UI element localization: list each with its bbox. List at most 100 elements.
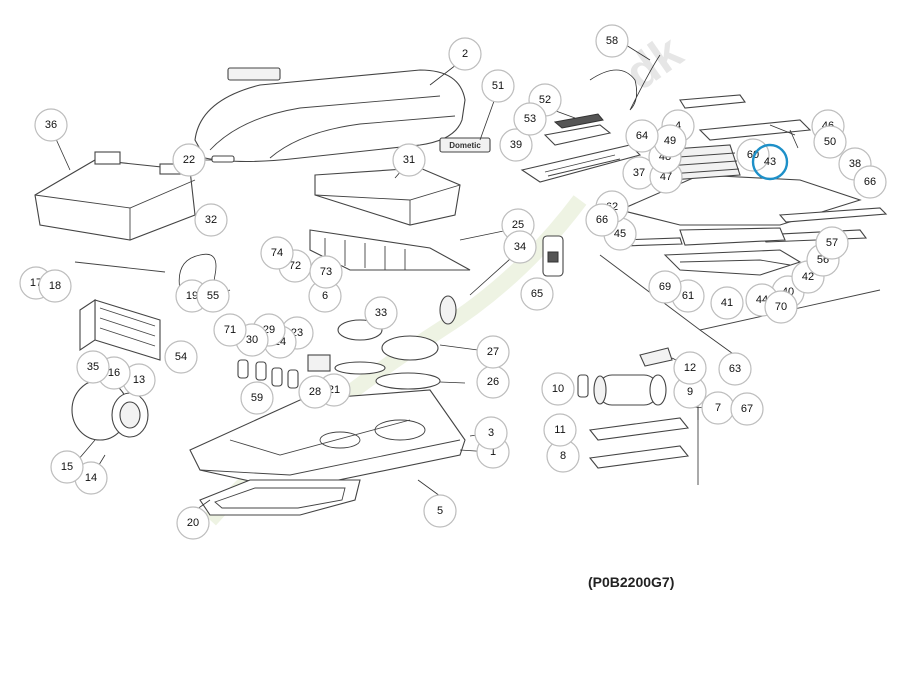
callout-51[interactable]: 51: [481, 69, 515, 103]
callout-59[interactable]: 59: [240, 381, 274, 415]
callout-label: 67: [741, 403, 753, 415]
callout-label: 69: [659, 281, 671, 293]
spring-part: [439, 295, 457, 325]
callout-label: 71: [224, 324, 236, 336]
callout-circle: [240, 381, 274, 415]
callout-circle: [364, 296, 398, 330]
callout-13[interactable]: 13: [122, 363, 156, 397]
callout-label: 35: [87, 361, 99, 373]
callout-circle: [513, 102, 547, 136]
callout-circle: [499, 128, 533, 162]
cover-part: [34, 151, 196, 241]
highlighted-callout-43[interactable]: 43: [751, 143, 789, 181]
callout-10[interactable]: 10: [541, 372, 575, 406]
callout-57[interactable]: 57: [815, 226, 849, 260]
callout-35[interactable]: 35: [76, 350, 110, 384]
callout-label: 4: [675, 120, 681, 132]
callout-36[interactable]: 36: [34, 108, 68, 142]
interior-assembly-part: [618, 94, 888, 247]
callout-circle: [476, 335, 510, 369]
callout-66[interactable]: 66: [853, 165, 887, 199]
callout-66[interactable]: 66: [585, 203, 619, 237]
callout-label: 73: [320, 266, 332, 278]
callout-label: 27: [487, 346, 499, 358]
callout-circle: [309, 255, 343, 289]
bracket-part: [309, 229, 471, 271]
callout-circle: [503, 230, 537, 264]
callout-11[interactable]: 11: [543, 413, 577, 447]
callout-label: 36: [45, 119, 57, 131]
callout-label: 3: [488, 427, 494, 439]
callout-label: 19: [186, 290, 198, 302]
callout-label: 66: [596, 214, 608, 226]
callout-label: 2: [462, 48, 468, 60]
callout-55[interactable]: 55: [196, 279, 230, 313]
callout-31[interactable]: 31: [392, 143, 426, 177]
callout-69[interactable]: 69: [648, 270, 682, 304]
callout-49[interactable]: 49: [653, 124, 687, 158]
callout-63[interactable]: 63: [718, 352, 752, 386]
callout-label: 61: [682, 290, 694, 302]
callout-2[interactable]: 2: [448, 37, 482, 71]
callout-label: 65: [531, 288, 543, 300]
callout-28[interactable]: 28: [298, 375, 332, 409]
callout-label: 26: [487, 376, 499, 388]
callout-circle: [853, 165, 887, 199]
callout-34[interactable]: 34: [503, 230, 537, 264]
callout-65[interactable]: 65: [520, 277, 554, 311]
callout-circle: [625, 119, 659, 153]
callout-layer: 1234567891011121314151617181920212223242…: [19, 24, 887, 540]
callout-37[interactable]: 37: [622, 156, 656, 190]
callout-27[interactable]: 27: [476, 335, 510, 369]
callout-label: 32: [205, 214, 217, 226]
callout-9[interactable]: 9: [673, 375, 707, 409]
callout-circle: [813, 125, 847, 159]
callout-73[interactable]: 73: [309, 255, 343, 289]
callout-20[interactable]: 20: [176, 506, 210, 540]
callout-41[interactable]: 41: [710, 286, 744, 320]
callout-15[interactable]: 15: [50, 450, 84, 484]
callout-71[interactable]: 71: [213, 313, 247, 347]
callout-circle: [172, 143, 206, 177]
callout-7[interactable]: 7: [701, 391, 735, 425]
capacitors-part: [237, 354, 331, 389]
callout-label: 14: [85, 472, 97, 484]
callout-label: 5: [437, 505, 443, 517]
callout-circle: [196, 279, 230, 313]
callout-74[interactable]: 74: [260, 236, 294, 270]
callout-32[interactable]: 32: [194, 203, 228, 237]
callout-label: 28: [309, 386, 321, 398]
callout-label: 74: [271, 247, 283, 259]
callout-39[interactable]: 39: [499, 128, 533, 162]
callout-circle: [815, 226, 849, 260]
shroud-part: [194, 67, 466, 163]
shroud-badge: [227, 67, 281, 81]
callout-22[interactable]: 22: [172, 143, 206, 177]
callout-67[interactable]: 67: [730, 392, 764, 426]
callout-circle: [481, 69, 515, 103]
callout-label: 9: [687, 386, 693, 398]
filter-part: [543, 124, 612, 146]
callout-70[interactable]: 70: [764, 290, 798, 324]
callout-18[interactable]: 18: [38, 269, 72, 303]
callout-33[interactable]: 33: [364, 296, 398, 330]
callout-26[interactable]: 26: [476, 365, 510, 399]
callout-circle: [474, 416, 508, 450]
callout-label: 15: [61, 461, 73, 473]
callout-label: 30: [246, 334, 258, 346]
callout-50[interactable]: 50: [813, 125, 847, 159]
callout-53[interactable]: 53: [513, 102, 547, 136]
callout-3[interactable]: 3: [474, 416, 508, 450]
callout-label: 54: [175, 351, 187, 363]
callout-54[interactable]: 54: [164, 340, 198, 374]
callout-label: 10: [552, 383, 564, 395]
callout-58[interactable]: 58: [595, 24, 629, 58]
callout-circle: [520, 277, 554, 311]
callout-label: 64: [636, 130, 648, 142]
callout-5[interactable]: 5: [423, 494, 457, 528]
callout-label: 18: [49, 280, 61, 292]
callout-64[interactable]: 64: [625, 119, 659, 153]
badge-part: Dometic: [439, 137, 491, 153]
callout-12[interactable]: 12: [673, 351, 707, 385]
callout-circle: [541, 372, 575, 406]
